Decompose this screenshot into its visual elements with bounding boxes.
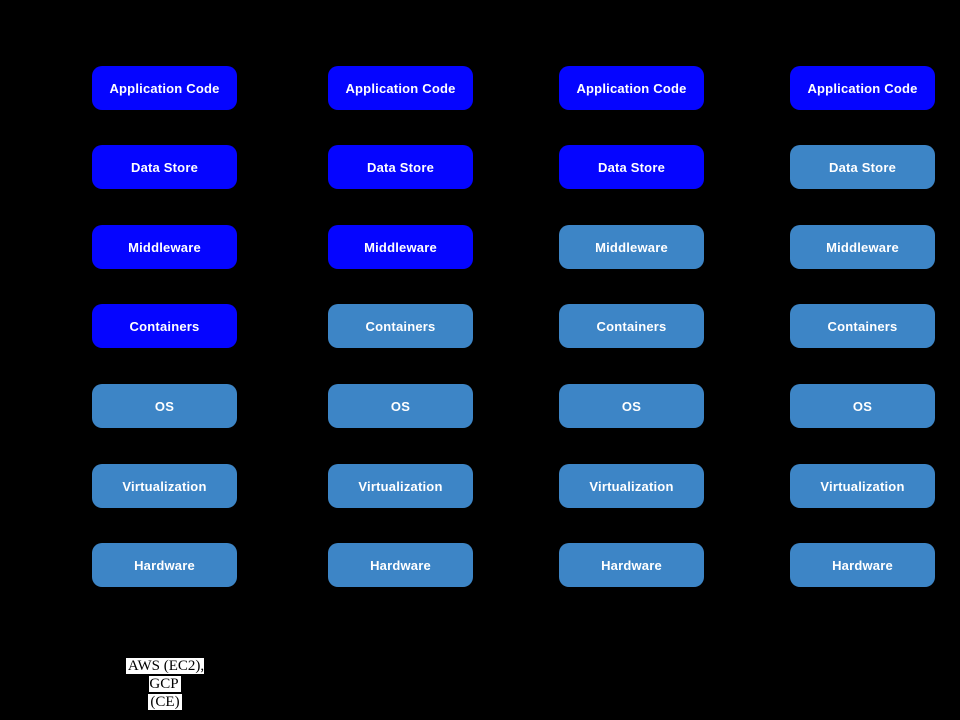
layer-box-hardware: Hardware xyxy=(790,543,935,587)
layer-box-label: OS xyxy=(621,398,642,414)
layer-box-middleware: Middleware xyxy=(92,225,237,269)
layer-box-containers: Containers xyxy=(328,304,473,348)
layer-box-os: OS xyxy=(790,384,935,428)
layer-box-label: Containers xyxy=(596,318,667,334)
layer-box-label: OS xyxy=(390,398,411,414)
layer-box-containers: Containers xyxy=(92,304,237,348)
layer-box-hardware: Hardware xyxy=(328,543,473,587)
layer-box-label: Containers xyxy=(827,318,898,334)
layer-box-virtualization: Virtualization xyxy=(559,464,704,508)
footnote-text: (CE) xyxy=(148,694,182,710)
layer-box-label: Virtualization xyxy=(358,478,443,494)
layer-box-label: Middleware xyxy=(128,239,201,255)
layer-box-os: OS xyxy=(328,384,473,428)
layer-box-label: Middleware xyxy=(595,239,668,255)
layer-box-label: Virtualization xyxy=(122,478,207,494)
footnote-text: AWS (EC2), GCP xyxy=(125,658,205,692)
layer-box-label: Hardware xyxy=(601,557,662,573)
layer-box-middleware: Middleware xyxy=(790,225,935,269)
layer-box-application-code: Application Code xyxy=(92,66,237,110)
layer-box-hardware: Hardware xyxy=(559,543,704,587)
layer-box-middleware: Middleware xyxy=(559,225,704,269)
layer-box-os: OS xyxy=(559,384,704,428)
layer-box-virtualization: Virtualization xyxy=(328,464,473,508)
footnote-line: (CE) xyxy=(110,693,220,711)
layer-box-middleware: Middleware xyxy=(328,225,473,269)
layer-box-data-store: Data Store xyxy=(328,145,473,189)
layer-box-label: Application Code xyxy=(109,80,220,96)
layer-box-application-code: Application Code xyxy=(790,66,935,110)
layer-box-application-code: Application Code xyxy=(559,66,704,110)
column1-footnote: AWS (EC2), GCP (CE) xyxy=(110,657,220,711)
layer-box-label: Data Store xyxy=(828,159,897,175)
layer-box-application-code: Application Code xyxy=(328,66,473,110)
layer-box-virtualization: Virtualization xyxy=(92,464,237,508)
layer-box-hardware: Hardware xyxy=(92,543,237,587)
layer-box-label: Middleware xyxy=(364,239,437,255)
layer-box-containers: Containers xyxy=(559,304,704,348)
layer-box-label: Data Store xyxy=(366,159,435,175)
footnote-line: AWS (EC2), GCP xyxy=(110,657,220,693)
layer-box-data-store: Data Store xyxy=(559,145,704,189)
layer-box-label: Virtualization xyxy=(820,478,905,494)
layer-box-label: Data Store xyxy=(130,159,199,175)
layer-box-data-store: Data Store xyxy=(92,145,237,189)
layer-box-label: Containers xyxy=(365,318,436,334)
layer-box-data-store: Data Store xyxy=(790,145,935,189)
layer-box-label: Virtualization xyxy=(589,478,674,494)
layer-box-label: Application Code xyxy=(345,80,456,96)
layer-box-os: OS xyxy=(92,384,237,428)
layer-box-label: Hardware xyxy=(370,557,431,573)
layer-box-label: Hardware xyxy=(832,557,893,573)
layer-box-containers: Containers xyxy=(790,304,935,348)
layer-box-label: Hardware xyxy=(134,557,195,573)
layer-box-virtualization: Virtualization xyxy=(790,464,935,508)
layer-box-label: OS xyxy=(154,398,175,414)
layer-box-label: Data Store xyxy=(597,159,666,175)
layer-box-label: Containers xyxy=(129,318,200,334)
layer-box-label: OS xyxy=(852,398,873,414)
layer-box-label: Application Code xyxy=(807,80,918,96)
layer-box-label: Application Code xyxy=(576,80,687,96)
layer-box-label: Middleware xyxy=(826,239,899,255)
